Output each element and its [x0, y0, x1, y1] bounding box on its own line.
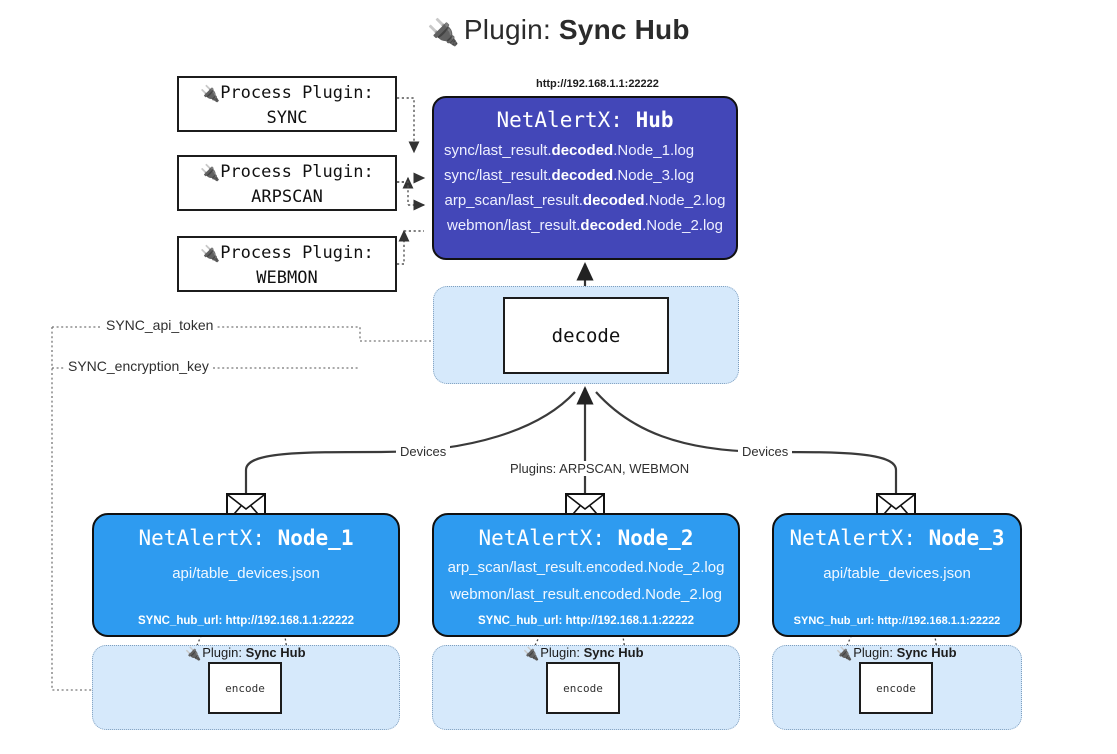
sync-api-token-label: SYNC_api_token: [102, 317, 218, 333]
node-2-lines: arp_scan/last_result.encoded.Node_2.log …: [434, 554, 738, 608]
node-1-hub-url: SYNC_hub_url: http://192.168.1.1:22222: [137, 615, 355, 627]
node-1-lines: api/table_devices.json: [94, 560, 398, 587]
plug-icon: 🔌: [836, 646, 853, 661]
plug-icon: 🔌: [200, 163, 221, 182]
encode-caption-node-2: 🔌Plugin: Sync Hub: [523, 645, 644, 661]
node-3-lines: api/table_devices.json: [774, 560, 1020, 587]
plug-icon: 🔌: [200, 244, 221, 263]
encode-box-node-1[interactable]: encode: [208, 662, 282, 714]
encode-caption-node-3: 🔌Plugin: Sync Hub: [836, 645, 957, 661]
edge-label-left-devices: Devices: [396, 444, 451, 459]
node-2-hub-url: SYNC_hub_url: http://192.168.1.1:22222: [477, 615, 695, 627]
hub-log-row: sync/last_result.decoded.Node_1.log: [444, 142, 695, 159]
sync-encryption-key-label: SYNC_encryption_key: [64, 358, 213, 374]
node-line: arp_scan/last_result.encoded.Node_2.log: [447, 559, 725, 576]
node-3-hub-url: SYNC_hub_url: http://192.168.1.1:22222: [793, 615, 1001, 627]
node-2-title: NetAlertX: Node_2: [478, 526, 694, 550]
edge-label-center-plugins: Plugins: ARPSCAN, WEBMON: [506, 461, 694, 476]
plug-icon: 🔌: [200, 84, 221, 103]
hub-log-list: sync/last_result.decoded.Node_1.log sync…: [434, 138, 736, 238]
encode-caption-node-1: 🔌Plugin: Sync Hub: [185, 645, 306, 661]
process-plugin-arpscan-name: ARPSCAN: [251, 187, 323, 207]
process-plugin-webmon[interactable]: 🔌Process Plugin: WEBMON: [177, 236, 397, 292]
hub-url-label: http://192.168.1.1:22222: [536, 78, 659, 90]
page-title-prefix: Plugin:: [463, 14, 559, 45]
hub-log-row: webmon/last_result.decoded.Node_2.log: [447, 217, 723, 234]
process-plugin-webmon-header: 🔌Process Plugin:: [200, 243, 374, 263]
process-plugin-arpscan-header: 🔌Process Plugin:: [200, 162, 374, 182]
plug-icon: 🔌: [185, 646, 202, 661]
node-1[interactable]: NetAlertX: Node_1 api/table_devices.json…: [92, 513, 400, 637]
hub-log-row: sync/last_result.decoded.Node_3.log: [444, 167, 695, 184]
encode-box-node-2[interactable]: encode: [546, 662, 620, 714]
plug-icon: 🔌: [523, 646, 540, 661]
process-plugin-sync[interactable]: 🔌Process Plugin: SYNC: [177, 76, 397, 132]
hub-log-row: arp_scan/last_result.decoded.Node_2.log: [444, 192, 726, 209]
node-line: api/table_devices.json: [823, 565, 971, 582]
process-plugin-sync-header: 🔌Process Plugin:: [200, 83, 374, 103]
node-3-title: NetAlertX: Node_3: [789, 526, 1005, 550]
plug-icon: 🔌: [427, 17, 460, 47]
process-plugin-arpscan[interactable]: 🔌Process Plugin: ARPSCAN: [177, 155, 397, 211]
node-3[interactable]: NetAlertX: Node_3 api/table_devices.json…: [772, 513, 1022, 637]
edge-label-right-devices: Devices: [738, 444, 793, 459]
decode-box[interactable]: decode: [503, 297, 669, 374]
encode-box-node-3[interactable]: encode: [859, 662, 933, 714]
node-line: api/table_devices.json: [172, 565, 320, 582]
page-title: 🔌Plugin: Sync Hub: [0, 14, 1117, 48]
page-title-name: Sync Hub: [558, 14, 690, 45]
hub-node[interactable]: NetAlertX: Hub sync/last_result.decoded.…: [432, 96, 738, 260]
node-2[interactable]: NetAlertX: Node_2 arp_scan/last_result.e…: [432, 513, 740, 637]
process-plugin-webmon-name: WEBMON: [256, 268, 318, 288]
process-plugin-sync-name: SYNC: [266, 108, 308, 128]
node-line: webmon/last_result.encoded.Node_2.log: [450, 586, 722, 603]
hub-title: NetAlertX: Hub: [496, 108, 674, 132]
node-1-title: NetAlertX: Node_1: [138, 526, 354, 550]
